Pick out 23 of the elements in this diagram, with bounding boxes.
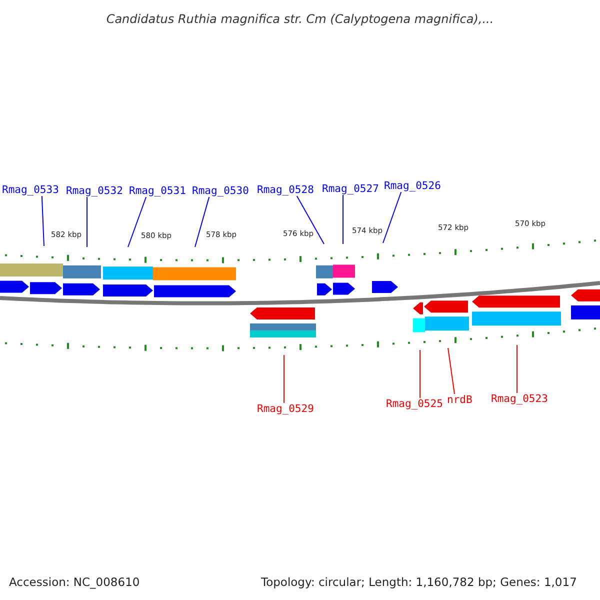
leader-line [128, 196, 147, 248]
gene-label: Rmag_0528 [257, 184, 314, 196]
gene-label: Rmag_0530 [192, 185, 249, 197]
genome-info-text: Topology: circular; Length: 1,160,782 bp; Genes: 1,017 [261, 575, 577, 589]
leader-line [342, 194, 344, 244]
gene-label: Rmag_0532 [66, 185, 123, 197]
leader-line [86, 196, 88, 248]
gene-label: Rmag_0523 [491, 393, 548, 405]
leader-line [382, 192, 402, 244]
gene-label: Rmag_0526 [384, 180, 441, 192]
gene-label: Rmag_0527 [322, 183, 379, 195]
gene-label: Rmag_0531 [129, 185, 186, 197]
title: Candidatus Ruthia magnifica str. Cm (Calyptogena magnifica),... [105, 12, 495, 26]
leader-line [516, 344, 518, 394]
gene-label: Rmag_0529 [257, 403, 314, 415]
gene-label: nrdB [447, 394, 472, 406]
leader-line [41, 196, 44, 246]
leader-line [194, 196, 210, 248]
gene-label: Rmag_0525 [386, 398, 443, 410]
accession-text: Accession: NC_008610 [9, 575, 140, 589]
leader-line [296, 196, 324, 244]
leader-line [448, 348, 455, 394]
gene-label: Rmag_0533 [2, 184, 59, 196]
